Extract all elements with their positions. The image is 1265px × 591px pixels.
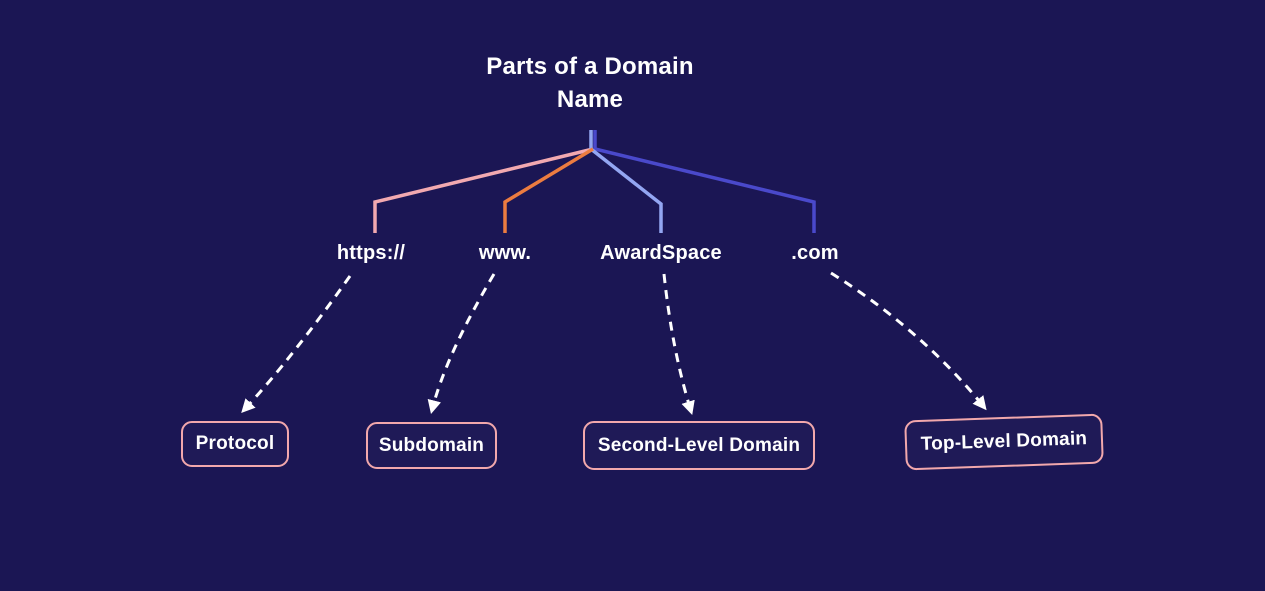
box-subdomain: Subdomain — [366, 422, 497, 469]
box-subdomain-label: Subdomain — [378, 434, 485, 456]
branch-line-top-level — [593, 130, 816, 233]
branch-line-subdomain — [503, 147, 594, 233]
box-second-level-domain-label: Second-Level Domain — [597, 434, 801, 456]
box-top-level-domain-label: Top-Level Domain — [920, 428, 1088, 455]
branch-line-second-level — [589, 130, 663, 233]
diagram-title: Parts of a Domain Name — [486, 53, 694, 113]
box-top-level-domain: Top-Level Domain — [904, 413, 1104, 471]
arrow-subdomain — [427, 273, 496, 415]
box-protocol-label: Protocol — [195, 433, 275, 454]
node-label-subdomain: www. — [478, 242, 532, 264]
arrow-top-level — [830, 271, 987, 411]
branch-line-protocol — [373, 147, 594, 233]
node-label-top-level: .com — [791, 242, 839, 264]
arrow-protocol — [241, 275, 352, 414]
box-second-level-domain: Second-Level Domain — [583, 421, 815, 470]
node-label-second-level: AwardSpace — [600, 242, 722, 264]
arrow-second-level — [662, 273, 695, 415]
box-protocol: Protocol — [181, 421, 289, 467]
node-label-protocol: https:// — [336, 242, 406, 264]
